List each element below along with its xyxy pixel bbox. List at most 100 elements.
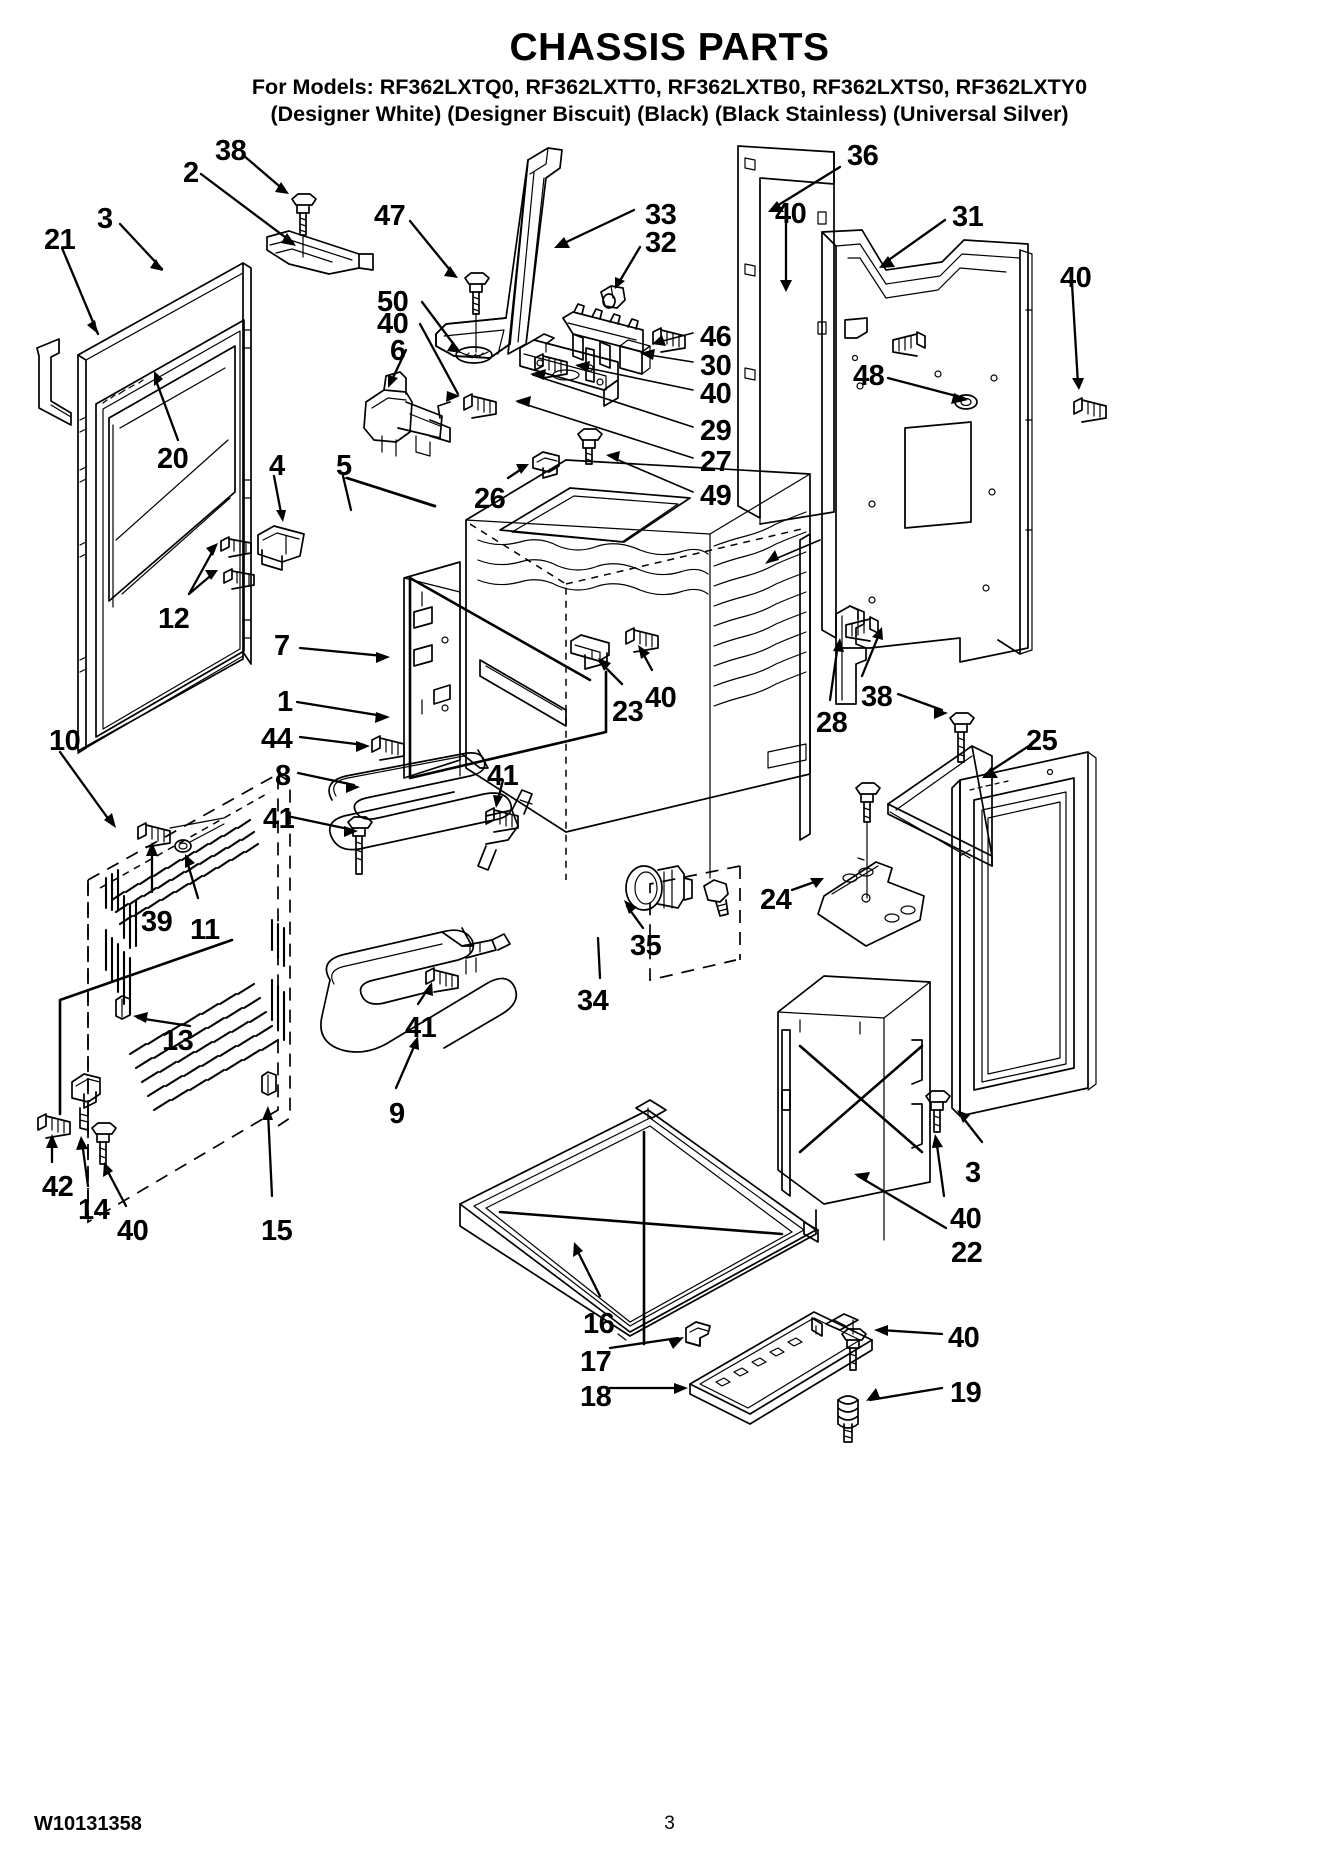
part-28-latch — [835, 605, 867, 705]
leader-9 — [394, 1040, 418, 1090]
callout-number-44: 44 — [261, 723, 293, 755]
callout-number-9: 9 — [389, 1098, 405, 1130]
part-18-trim-rail — [689, 1311, 873, 1425]
leader-50 — [420, 300, 460, 352]
callout-number-29: 29 — [700, 415, 732, 447]
callout-number-40: 40 — [950, 1203, 982, 1235]
part-35-lamp-lens — [625, 865, 693, 911]
callout-number-26: 26 — [474, 483, 506, 515]
leader-31 — [881, 218, 947, 266]
part-40c-screw — [892, 331, 926, 357]
callout-number-40: 40 — [377, 308, 409, 340]
part-39-link — [169, 817, 225, 829]
part-40e-screw — [625, 627, 659, 653]
part-14-hinge-pin — [71, 1073, 101, 1131]
part-42-screw — [37, 1113, 71, 1139]
part-12-screws — [220, 536, 255, 590]
callout-number-35: 35 — [630, 930, 662, 962]
part-7-left-bracket — [403, 561, 608, 780]
part-27-channel — [519, 333, 619, 407]
part-38b-screw-upper — [845, 616, 879, 642]
callout-number-36: 36 — [847, 140, 879, 172]
callout-number-40: 40 — [948, 1322, 980, 1354]
leader-16 — [574, 1246, 602, 1298]
part-40h-screw — [841, 1319, 867, 1371]
callout-number-33: 33 — [645, 199, 677, 231]
leader-38b-right — [896, 692, 944, 712]
callout-number-20: 20 — [157, 443, 189, 475]
part-50-grommet — [455, 346, 493, 364]
part-13-insulation-panel — [87, 772, 291, 1224]
callout-number-40: 40 — [117, 1215, 149, 1247]
title-block: CHASSIS PARTS For Models: RF362LXTQ0, RF… — [0, 26, 1339, 129]
leader-2 — [199, 172, 295, 245]
callout-number-38: 38 — [215, 135, 247, 167]
part-25-gusset — [887, 745, 993, 867]
leader-44 — [298, 735, 366, 747]
callout-number-40: 40 — [645, 682, 677, 714]
part-46-screw — [652, 327, 686, 353]
part-23-clip — [570, 634, 610, 670]
leader-40h — [878, 1328, 944, 1336]
callout-number-10: 10 — [49, 725, 81, 757]
callout-number-13: 13 — [162, 1025, 194, 1057]
callout-number-3: 3 — [97, 203, 113, 235]
callout-number-18: 18 — [580, 1381, 612, 1413]
part-41b-screw — [485, 807, 519, 833]
callout-number-39: 39 — [141, 906, 173, 938]
leader-25 — [984, 742, 1034, 776]
callout-number-40: 40 — [1060, 262, 1092, 294]
leader-40f — [104, 1166, 128, 1208]
leader-41a — [285, 814, 355, 832]
leader-28 — [828, 642, 840, 702]
part-30-latch-bracket — [562, 303, 651, 383]
part-cavity-liner — [465, 459, 811, 880]
leader-48 — [886, 376, 966, 400]
colors-line: (Designer White) (Designer Biscuit) (Bla… — [270, 102, 1069, 127]
callout-number-50: 50 — [377, 286, 409, 318]
callout-number-8: 8 — [275, 760, 291, 792]
callout-number-41: 41 — [487, 760, 519, 792]
callout-number-41: 41 — [405, 1012, 437, 1044]
leader-13 — [136, 1016, 192, 1028]
leader-40a — [418, 322, 460, 396]
part-11-grommet — [174, 839, 192, 853]
part-38-screw-top — [291, 193, 317, 258]
leader-8 — [296, 771, 356, 787]
callout-number-49: 49 — [700, 480, 732, 512]
page-number: 3 — [664, 1813, 675, 1834]
models-line: For Models: RF362LXTQ0, RF362LXTT0, RF36… — [251, 74, 1088, 99]
part-3b-right-door-panel — [951, 751, 1097, 1117]
leader-17 — [608, 1336, 680, 1350]
callout-number-15: 15 — [261, 1215, 293, 1247]
part-34-lamp-bulb — [703, 879, 729, 917]
callout-number-11: 11 — [190, 914, 220, 946]
leader-21 — [60, 246, 100, 336]
part-31-side-panel — [821, 229, 1033, 663]
callout-number-7: 7 — [274, 630, 290, 662]
leader-38a — [241, 153, 287, 193]
callout-number-40: 40 — [775, 198, 807, 230]
part-44-screw — [371, 735, 405, 761]
callout-number-19: 19 — [950, 1377, 982, 1409]
part-3-left-door-panel — [77, 262, 252, 754]
part-5-rod — [345, 476, 437, 508]
leader-20 — [153, 376, 180, 442]
leader-36 — [770, 165, 842, 211]
part-41a-screw — [347, 816, 373, 875]
callout-number-28: 28 — [816, 707, 848, 739]
callout-number-47: 47 — [374, 200, 406, 232]
leader-29 — [532, 374, 694, 428]
callout-number-2: 2 — [183, 157, 199, 189]
callout-number-48: 48 — [853, 360, 885, 392]
leader-5 — [341, 474, 353, 512]
leader-19 — [868, 1386, 944, 1402]
part-39-screw — [137, 822, 171, 848]
leader-7 — [298, 646, 386, 658]
callout-number-12: 12 — [158, 603, 190, 635]
part-4-bracket — [257, 525, 305, 571]
leader-40g — [934, 1136, 946, 1198]
leader-22 — [856, 1174, 948, 1230]
page-title: CHASSIS PARTS — [509, 26, 830, 69]
